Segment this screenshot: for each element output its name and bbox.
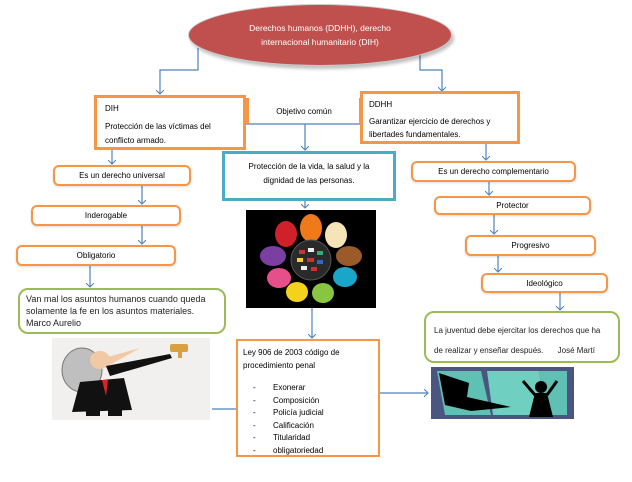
left-chain-0: Es un derecho universal [53, 165, 191, 186]
left-chain-label: Es un derecho universal [79, 171, 165, 180]
hands-globe-illustration [260, 214, 362, 303]
left-chain-label: Obligatorio [76, 251, 116, 260]
judge-image [52, 338, 210, 420]
ddhh-box: DDHH Garantizar ejercicio de derechos y … [360, 91, 520, 144]
quote-right-text: La juventud debe ejercitar los derechos … [434, 326, 601, 355]
quote-left: Van mal los asuntos humanos cuando queda… [18, 288, 226, 334]
hands-globe-image [246, 210, 376, 308]
hand-shapes [260, 214, 362, 303]
law-box: Ley 906 de 2003 código de procedimiento … [236, 339, 380, 457]
dih-text: Protección de las víctimas del conflicto… [105, 122, 211, 145]
left-chain-label: Inderogable [84, 211, 128, 220]
dih-heading: DIH [105, 104, 119, 113]
right-chain-0: Es un derecho complementario [411, 161, 576, 182]
connector-title-dih [160, 48, 199, 94]
right-chain-3: Ideológico [481, 273, 608, 293]
objetivo-area: Objetivo común [246, 98, 362, 124]
title-text: Derechos humanos (DDHH), derecho interna… [249, 23, 391, 47]
ddhh-text: Garantizar ejercicio de derechos y liber… [369, 117, 491, 139]
right-chain-1: Protector [434, 196, 591, 215]
left-chain-1: Inderogable [31, 205, 181, 226]
objetivo-text: Protección de la vida, la salud y la dig… [248, 162, 370, 185]
quote-right: La juventud debe ejercitar los derechos … [424, 311, 620, 363]
law-item: Exonerar [243, 382, 373, 395]
quote-left-text: Van mal los asuntos humanos cuando queda… [26, 294, 206, 316]
quote-right-author: José Martí [557, 346, 595, 355]
quote-left-author: Marco Aurelio [26, 318, 82, 328]
dih-box: DIH Protección de las víctimas del confl… [94, 95, 246, 150]
law-item: Policía judicial [243, 407, 373, 420]
silhouette-illustration [437, 371, 567, 417]
objetivo-box: Protección de la vida, la salud y la dig… [222, 151, 396, 201]
law-heading: Ley 906 de 2003 código de procedimiento … [243, 348, 340, 370]
ddhh-heading: DDHH [369, 100, 393, 109]
right-chain-label: Progresivo [511, 241, 550, 250]
law-list: Exonerar Composición Policía judicial Ca… [243, 382, 373, 457]
law-item: Composición [243, 395, 373, 408]
judge-illustration [61, 344, 188, 416]
objetivo-label: Objetivo común [276, 106, 332, 116]
law-item: Calificación [243, 420, 373, 433]
right-chain-label: Protector [496, 201, 529, 210]
left-chain-2: Obligatorio [16, 245, 176, 266]
title-ellipse: Derechos humanos (DDHH), derecho interna… [188, 4, 452, 66]
law-item: obligatoriedad [243, 445, 373, 458]
silhouette-image [431, 367, 574, 419]
law-item: Titularidad [243, 432, 373, 445]
connector-title-ddhh [419, 50, 442, 91]
right-chain-label: Es un derecho complementario [438, 167, 549, 176]
right-chain-2: Progresivo [465, 235, 596, 256]
right-chain-label: Ideológico [526, 278, 563, 288]
